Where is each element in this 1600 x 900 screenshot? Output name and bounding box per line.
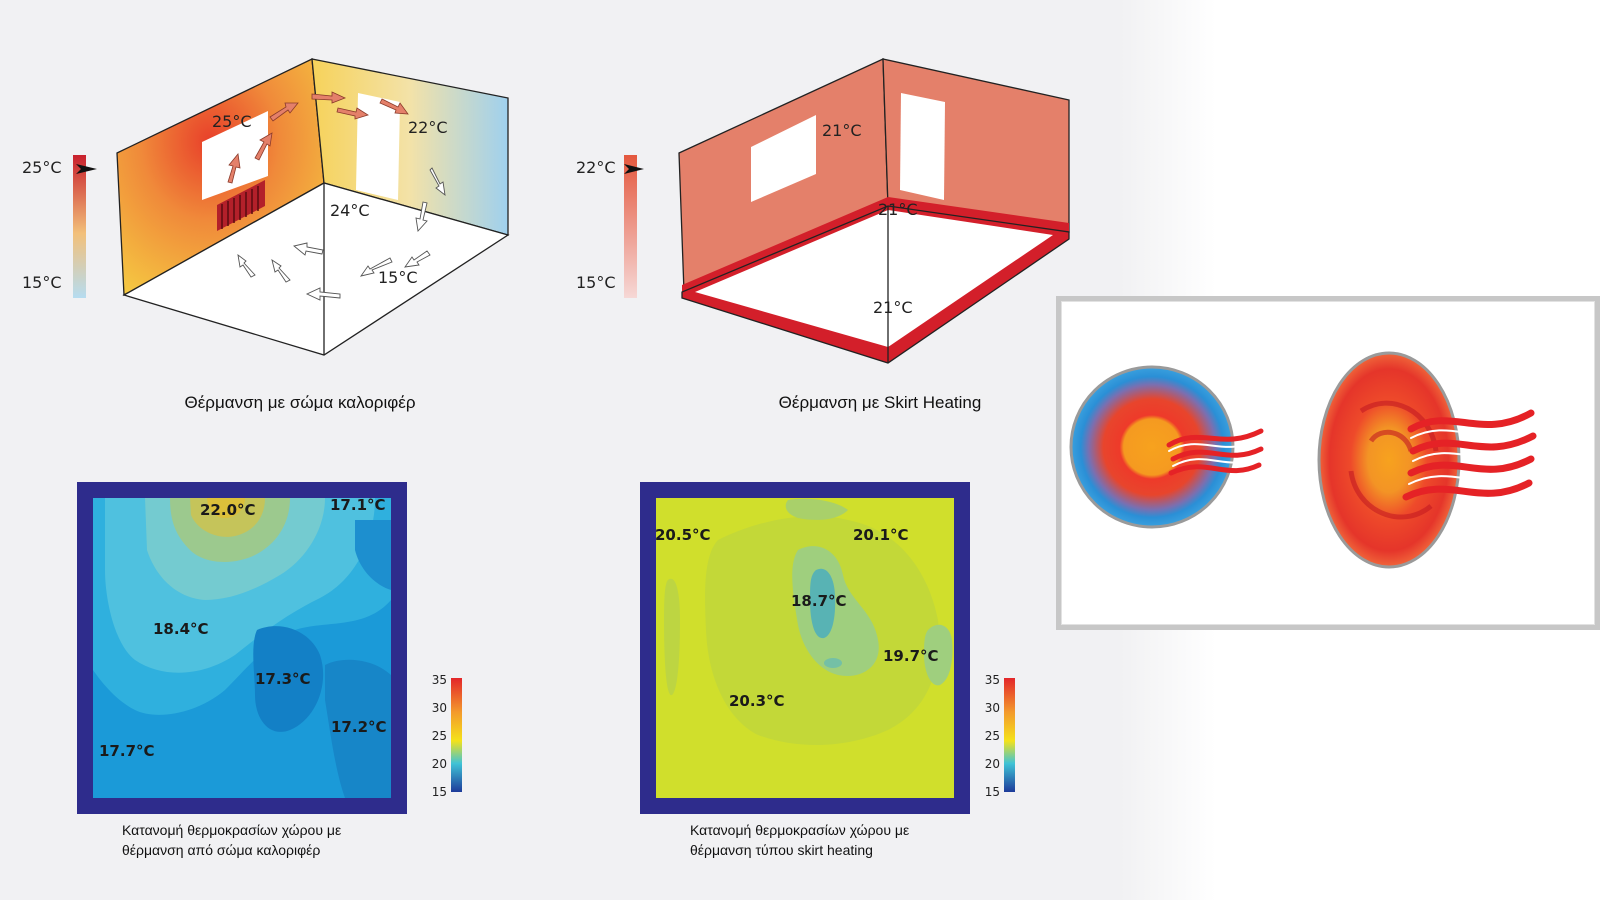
hm1-label-right: 17.2°C bbox=[331, 718, 387, 736]
skirt-scale-bottom: 15°C bbox=[576, 273, 616, 292]
radiator-label-wall-left: 25°C bbox=[212, 112, 252, 131]
heat-icons-svg bbox=[1069, 351, 1537, 569]
hm2-label-right: 19.7°C bbox=[883, 647, 939, 665]
hm1-label-bottom-left: 17.7°C bbox=[99, 742, 155, 760]
radiator-room-svg: 25°C 15°C 25°C 22°C 24°C 15°C bbox=[22, 58, 510, 356]
skirt-room-caption: Θέρμανση με Skirt Heating bbox=[778, 393, 982, 412]
door bbox=[356, 93, 400, 200]
window bbox=[202, 111, 268, 200]
hm1-tick-30: 30 bbox=[432, 701, 447, 715]
hm2-color-scale bbox=[1004, 678, 1015, 792]
skirt-window bbox=[751, 115, 816, 202]
skirt-heatmap-caption-line2: θέρμανση τύπου skirt heating bbox=[690, 842, 873, 858]
skirt-heat-icon bbox=[1317, 351, 1537, 569]
skirt-heatmap-caption-line1: Κατανομή θερμοκρασίων χώρου με bbox=[690, 822, 910, 838]
hm2-tick-15: 15 bbox=[985, 785, 1000, 799]
radiator-heatmap-caption-line1: Κατανομή θερμοκρασίων χώρου με bbox=[122, 822, 342, 838]
skirt-label-back-wall: 21°C bbox=[822, 121, 862, 140]
hm2-label-top-right: 20.1°C bbox=[853, 526, 909, 544]
hm2-label-top-left: 20.5°C bbox=[655, 526, 711, 544]
hm1-tick-15: 15 bbox=[432, 785, 447, 799]
radiator-temp-scale bbox=[73, 155, 86, 298]
hm2-tick-20: 20 bbox=[985, 757, 1000, 771]
radiator-heatmap-caption-line2: θέρμανση από σώμα καλοριφέρ bbox=[122, 842, 321, 858]
skirt-label-corner: 21°C bbox=[878, 200, 918, 219]
radiator-label-wall-right: 22°C bbox=[408, 118, 448, 137]
skirt-room-diagram: 22°C 15°C 21°C 21°C 21°C bbox=[570, 30, 1090, 430]
skirt-scale-pointer-icon bbox=[624, 164, 644, 174]
skirt-room-svg: 22°C 15°C 21°C 21°C 21°C bbox=[576, 58, 1070, 364]
skirt-heatmap-svg: 20.5°C 20.1°C 18.7°C 19.7°C 20.3°C 35 30… bbox=[640, 482, 1015, 814]
scale-pointer-icon bbox=[76, 164, 97, 174]
heat-icons-card bbox=[1056, 296, 1600, 630]
radiator-heatmap-svg: 22.0°C 17.1°C 18.4°C 17.3°C 17.2°C 17.7°… bbox=[77, 482, 462, 814]
hm1-label-top-center: 22.0°C bbox=[200, 501, 256, 519]
skirt-temp-scale bbox=[624, 155, 637, 298]
radiator-heat-icon bbox=[1069, 365, 1264, 529]
hm1-label-mid-left: 18.4°C bbox=[153, 620, 209, 638]
skirt-heatmap: 20.5°C 20.1°C 18.7°C 19.7°C 20.3°C 35 30… bbox=[638, 480, 1058, 820]
skirt-door bbox=[900, 93, 945, 200]
radiator-room-caption: Θέρμανση με σώμα καλοριφέρ bbox=[184, 393, 416, 412]
cool-air-arrows bbox=[237, 167, 446, 301]
radiator-heatmap-caption: Κατανομή θερμοκρασίων χώρου με θέρμανση … bbox=[122, 820, 341, 860]
radiator-room-diagram: 25°C 15°C 25°C 22°C 24°C 15°C bbox=[0, 30, 560, 430]
radiator-icon bbox=[217, 180, 265, 231]
skirt-floor bbox=[695, 210, 1053, 347]
hm1-color-scale bbox=[451, 678, 462, 792]
floor bbox=[122, 182, 510, 356]
radiator-scale-bottom: 15°C bbox=[22, 273, 62, 292]
radiator-scale-top: 25°C bbox=[22, 158, 62, 177]
hm2-tick-25: 25 bbox=[985, 729, 1000, 743]
radiator-heatmap: 22.0°C 17.1°C 18.4°C 17.3°C 17.2°C 17.7°… bbox=[75, 480, 495, 820]
skirt-heatmap-caption: Κατανομή θερμοκρασίων χώρου με θέρμανση … bbox=[690, 820, 909, 860]
hm2-label-center: 18.7°C bbox=[791, 592, 847, 610]
skirt-scale-top: 22°C bbox=[576, 158, 616, 177]
hm1-tick-20: 20 bbox=[432, 757, 447, 771]
warm-air-arrows bbox=[227, 91, 409, 184]
hm1-tick-25: 25 bbox=[432, 729, 447, 743]
hm2-tick-35: 35 bbox=[985, 673, 1000, 687]
radiator-label-corner: 24°C bbox=[330, 201, 370, 220]
radiator-label-floor: 15°C bbox=[378, 268, 418, 287]
hm2-tick-30: 30 bbox=[985, 701, 1000, 715]
skirt-label-floor: 21°C bbox=[873, 298, 913, 317]
hm1-label-center: 17.3°C bbox=[255, 670, 311, 688]
hm1-label-top-right: 17.1°C bbox=[330, 496, 386, 514]
hm1-tick-35: 35 bbox=[432, 673, 447, 687]
hm2-label-bottom: 20.3°C bbox=[729, 692, 785, 710]
